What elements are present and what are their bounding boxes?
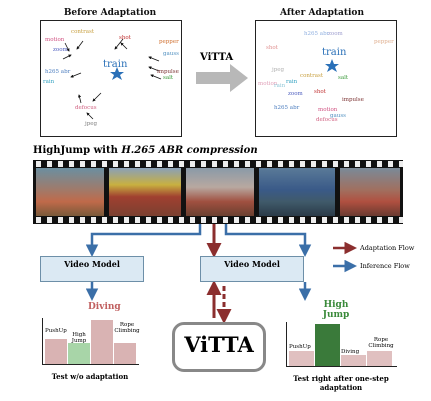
left-chart-highlight: Diving (88, 302, 121, 312)
right-caption: Test right after one-step adaptation (293, 374, 389, 392)
tsne-label-defocus: defocus (316, 117, 338, 123)
before-tsne-panel: contrast motion zoom shot pepper gauss train im… (40, 20, 182, 137)
left-chart-area: PushUp High Jump Rope Climbing (42, 318, 140, 365)
right-label-diving: Diving (341, 349, 360, 355)
left-bar-rope (114, 343, 136, 364)
after-title: After Adaptation (280, 8, 364, 18)
right-chart-area: PushUp Diving Rope Climbing (286, 322, 397, 367)
tsne-label-gauss: gauss (163, 51, 179, 57)
tsne-label-motion: motion (45, 37, 65, 43)
video-model-left: Video Model (40, 256, 144, 282)
right-label-pushup: PushUp (289, 344, 311, 350)
before-arrows (62, 38, 162, 120)
tsne-label-motion: motion (258, 81, 278, 87)
tsne-label-shot: shot (266, 45, 278, 51)
tsne-label-rain: rain (43, 79, 55, 85)
tsne-label-shot: shot (119, 35, 131, 41)
right-bar-diving (341, 355, 366, 366)
tsne-label-jpeg: jpeg (272, 67, 285, 73)
tsne-label-gauss: gauss (330, 113, 346, 119)
big-right-arrow-icon (196, 64, 248, 92)
right-bar-pushup (289, 351, 314, 366)
video-frame-2 (109, 168, 181, 216)
vitta-top-label: ViTTA (200, 52, 234, 63)
tsne-label-h265-abr: h265 abr (304, 31, 330, 37)
tsne-label-h265-abr: h265 abr (274, 105, 300, 111)
strip-title: HighJump with H.265 ABR compression (33, 145, 258, 156)
video-frame-1 (36, 168, 104, 216)
tsne-label-h265-abr: h265 abr (45, 69, 71, 75)
right-chart: High Jump PushUp Diving Rope Climbing (282, 300, 402, 372)
legend-infer: Inference Flow (360, 262, 410, 270)
video-model-right: Video Model (200, 256, 304, 282)
tsne-label-salt: salt (163, 75, 174, 81)
tsne-label-jpeg: jpeg (85, 121, 98, 127)
video-frame-5 (340, 168, 400, 216)
right-chart-highlight: High Jump (322, 300, 350, 320)
tsne-label-contrast: contrast (71, 29, 95, 35)
legend-adapt: Adaptation Flow (360, 244, 415, 252)
left-label-pushup: PushUp (45, 328, 67, 334)
right-bar-rope (367, 351, 392, 366)
video-frame-3 (186, 168, 254, 216)
left-bar-pushup (45, 339, 67, 364)
vitta-module-box: ViTTA (172, 322, 266, 372)
left-caption: Test w/o adaptation (51, 372, 129, 381)
tsne-label-impulse: impulse (157, 69, 179, 75)
tsne-label-train: train (322, 47, 347, 58)
strip-title-em: H.265 ABR compression (121, 145, 258, 156)
tsne-label-rain: rain (274, 83, 286, 89)
tsne-label-contrast: contrast (300, 73, 324, 79)
video-frame-4 (259, 168, 335, 216)
tsne-label-zoom: zoom (328, 31, 343, 37)
left-bar-highjump (68, 343, 90, 364)
tsne-label-pepper: pepper (159, 39, 179, 45)
tsne-label-motion: motion (318, 107, 338, 113)
tsne-label-impulse: impulse (342, 97, 364, 103)
tsne-label-rain: rain (286, 79, 298, 85)
right-label-rope: Rope Climbing (368, 337, 394, 349)
tsne-label-salt: salt (338, 75, 349, 81)
tsne-label-defocus: defocus (75, 105, 97, 111)
tsne-label-zoom: zoom (53, 47, 68, 53)
tsne-label-shot: shot (314, 89, 326, 95)
before-title: Before Adaptation (63, 8, 157, 18)
left-bar-diving (91, 320, 113, 364)
tsne-label-train: train (103, 59, 128, 70)
left-chart: Diving PushUp High Jump Rope Climbing (38, 300, 144, 370)
right-bar-highjump (315, 324, 340, 366)
left-label-rope: Rope Climbing (114, 322, 140, 334)
tsne-label-pepper: pepper (374, 39, 394, 45)
left-label-highjump: High Jump (71, 332, 87, 344)
video-film-strip (33, 160, 403, 224)
strip-title-prefix: HighJump with (33, 145, 122, 156)
tsne-label-zoom: zoom (288, 91, 303, 97)
after-star (325, 59, 339, 72)
